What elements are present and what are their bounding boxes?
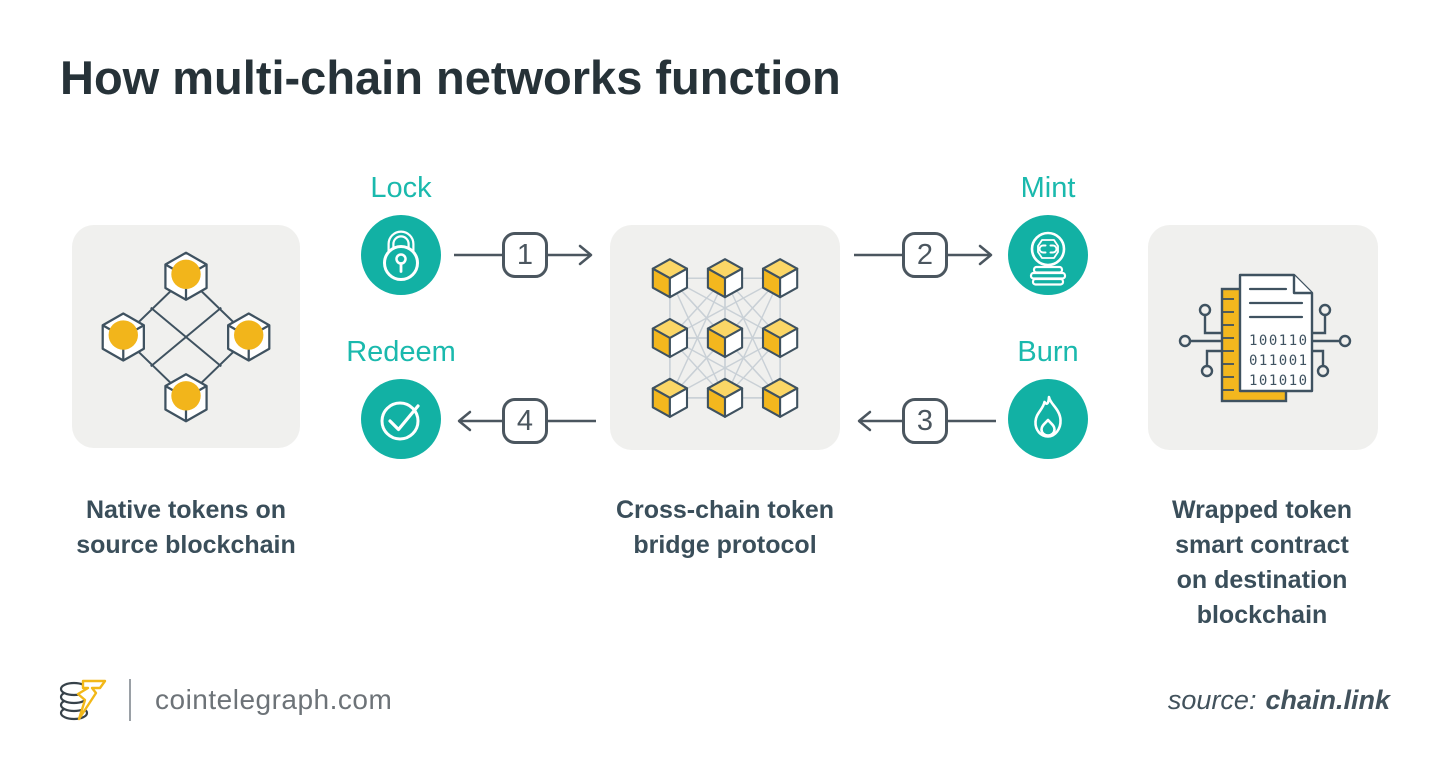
step-badge-1: 1 — [502, 232, 548, 278]
source-caption: Native tokens on source blockchain — [36, 493, 336, 563]
caption-line: Cross-chain token — [615, 496, 835, 524]
burn-label: Burn — [1017, 336, 1079, 368]
mint-label: Mint — [1020, 172, 1076, 204]
footer: cointelegraph.com source: chain.link — [55, 670, 1390, 730]
footer-site-text: cointelegraph.com — [155, 684, 393, 715]
redeem-action: Redeem — [331, 336, 471, 459]
source-label: source: — [1167, 684, 1257, 715]
binary-row: 101010 — [1249, 373, 1309, 389]
coin-stack-icon — [1008, 215, 1088, 295]
redeem-label: Redeem — [346, 336, 456, 368]
arrow-step-2: 2 — [852, 225, 998, 285]
caption-line: source blockchain — [76, 531, 296, 559]
caption-line: on destination — [1176, 566, 1348, 594]
footer-divider — [129, 679, 131, 721]
padlock-icon — [361, 215, 441, 295]
caption-line: Wrapped token — [1171, 496, 1353, 524]
binary-row: 011001 — [1249, 353, 1309, 369]
caption-line: Native tokens on — [85, 496, 287, 524]
check-circle-icon — [361, 379, 441, 459]
arrow-step-1: 1 — [452, 225, 598, 285]
burn-action: Burn — [978, 336, 1118, 459]
binary-row: 100110 — [1249, 333, 1309, 349]
source-name: chain.link — [1265, 684, 1390, 715]
step-badge-4: 4 — [502, 398, 548, 444]
source-blockchain-panel — [72, 225, 300, 448]
blockchain-network-icon — [101, 251, 271, 422]
destination-caption: Wrapped token smart contract on destinat… — [1122, 493, 1402, 633]
caption-line: blockchain — [1196, 601, 1328, 629]
cointelegraph-logo — [59, 679, 107, 721]
caption-line: smart contract — [1175, 531, 1349, 559]
lock-action: Lock — [331, 172, 471, 295]
mint-action: Mint — [978, 172, 1118, 295]
bridge-protocol-panel — [610, 225, 840, 450]
step-badge-3: 3 — [902, 398, 948, 444]
step-badge-2: 2 — [902, 232, 948, 278]
caption-line: bridge protocol — [633, 531, 817, 559]
footer-source: source: chain.link — [1168, 685, 1390, 716]
lock-label: Lock — [370, 172, 432, 204]
smart-contract-icon: 100110 011001 101010 — [1178, 273, 1352, 402]
mesh-cubes-icon — [651, 257, 799, 418]
arrow-step-3: 3 — [852, 391, 998, 451]
arrow-step-4: 4 — [452, 391, 598, 451]
page-title: How multi-chain networks function — [60, 51, 841, 104]
destination-blockchain-panel: 100110 011001 101010 — [1148, 225, 1378, 450]
bridge-caption: Cross-chain token bridge protocol — [565, 493, 885, 563]
flame-icon — [1008, 379, 1088, 459]
